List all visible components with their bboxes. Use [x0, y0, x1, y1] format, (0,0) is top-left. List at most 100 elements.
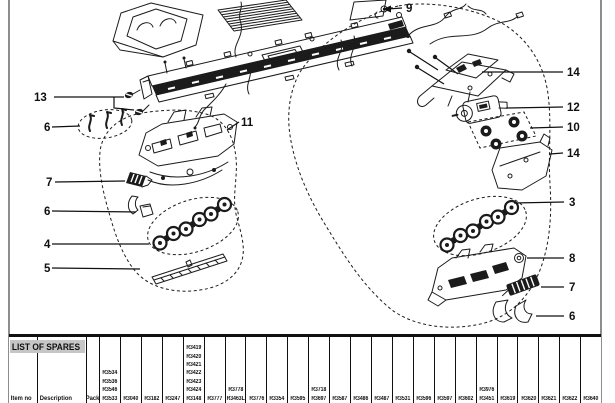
callout-10: 10: [567, 122, 580, 134]
bogie-frame-top: [138, 106, 238, 186]
part-number: R3531: [395, 395, 411, 402]
leader-lines: [51, 5, 565, 317]
part-number: R3595: [290, 395, 306, 402]
weight-block: [217, 0, 303, 32]
callout-labels: 9 13 6 11 7 6 4 5 14 12 10 14 3 8 7 6: [34, 3, 580, 323]
callout-7a: 7: [46, 177, 52, 189]
spares-part-column: R3621: [538, 337, 559, 403]
part-number: R3587: [332, 395, 348, 402]
callout-7b: 7: [569, 282, 575, 294]
part-6-brackets-right: [492, 299, 533, 323]
callout-6c: 6: [569, 311, 575, 323]
spares-part-column: R3595: [287, 337, 308, 403]
part-number: R3976: [479, 387, 495, 394]
column-description: Description: [37, 337, 86, 403]
part-number: R3423: [186, 378, 202, 385]
part-number: R3533: [102, 395, 118, 402]
header-item-no: Item no: [10, 395, 32, 402]
pcb-assembly: [417, 53, 515, 108]
part-number: R3451: [479, 395, 495, 402]
roof-hatch: [349, 0, 387, 21]
spares-part-column: R3776: [245, 337, 266, 403]
callout-5: 5: [44, 263, 51, 275]
spares-part-column: R3487: [370, 337, 392, 403]
underframe-plate: [491, 133, 553, 191]
spares-part-column: R3531: [391, 337, 413, 403]
baseplate-bar: [151, 253, 228, 285]
spares-table-title-text: LIST OF SPARES: [11, 341, 81, 352]
part-number: R3422: [186, 370, 202, 377]
wheelsets-left: [147, 196, 239, 256]
callout-14a: 14: [567, 67, 580, 79]
spares-table: LIST OF SPARES Item no Description Pack …: [9, 334, 601, 403]
column-pack: Pack: [86, 337, 99, 403]
spares-part-column: R3619: [496, 337, 518, 403]
part-7-coupling-left: [126, 172, 153, 188]
spares-part-column: R3640: [580, 337, 601, 403]
part-number: R3718: [311, 387, 327, 394]
spares-part-column: R3596: [412, 337, 434, 403]
column-item-no: Item no: [9, 337, 37, 403]
group-outline-right: [288, 3, 552, 328]
spares-part-column: R3040: [119, 337, 141, 403]
part-6-bracket-left: [127, 195, 154, 218]
callout-4: 4: [44, 239, 51, 251]
part-number: R3621: [541, 395, 557, 402]
part-number: R3697: [311, 395, 327, 402]
spares-part-column: R3597: [433, 337, 455, 403]
part-number: R3534: [102, 370, 118, 377]
group-outline-left: [99, 109, 244, 292]
part-number: R3486: [353, 395, 369, 402]
bogie-frame-bottom: [427, 243, 527, 307]
part-number: R3424: [186, 387, 202, 394]
part-7-coupling-right: [501, 274, 540, 297]
mounting-screws: [406, 48, 459, 85]
wiring-harness: [406, 3, 524, 45]
part-number: R3602: [458, 395, 474, 402]
part-number: R3354: [269, 395, 285, 402]
gear-set: [467, 111, 537, 150]
callout-11: 11: [241, 117, 254, 129]
part-number: R3536: [102, 378, 118, 385]
spares-part-column: R3182: [140, 337, 162, 403]
part-number: R3182: [144, 395, 160, 402]
chassis-body: [139, 12, 414, 103]
part-number: R3778: [227, 387, 244, 394]
part-number: R3619: [499, 395, 515, 402]
part-number: R3776: [248, 395, 264, 402]
callout-12: 12: [567, 102, 580, 114]
spares-part-column: R3777: [203, 337, 225, 403]
part-number: R3419: [186, 345, 202, 352]
part-number: R3421: [186, 361, 202, 368]
part-number: R3487: [374, 395, 390, 402]
spares-part-column: R3620: [517, 337, 538, 403]
part-number: R3777: [207, 395, 223, 402]
part-number: R3247: [165, 395, 181, 402]
part-number: R3640: [583, 395, 599, 402]
callout-9: 9: [406, 3, 412, 15]
cab-interior-moulding: [112, 2, 204, 58]
header-description: Description: [39, 395, 72, 402]
spares-part-column: R3587: [329, 337, 350, 403]
spares-part-column: R3247: [161, 337, 183, 403]
part-number: R3620: [520, 395, 536, 402]
part-number: R3040: [123, 395, 139, 402]
callout-13: 13: [34, 92, 47, 104]
part-number: R3622: [562, 395, 578, 402]
part-number: R3597: [437, 395, 453, 402]
spares-table-title: LIST OF SPARES: [10, 340, 85, 353]
callout-6a: 6: [44, 122, 50, 134]
part-number: R3148: [186, 395, 202, 402]
wheelsets-right: [433, 195, 527, 257]
callout-8: 8: [569, 253, 576, 265]
spares-part-column: R3602: [454, 337, 476, 403]
motor: [451, 95, 508, 124]
callout-14b: 14: [567, 148, 580, 160]
callout-6b: 6: [44, 206, 50, 218]
